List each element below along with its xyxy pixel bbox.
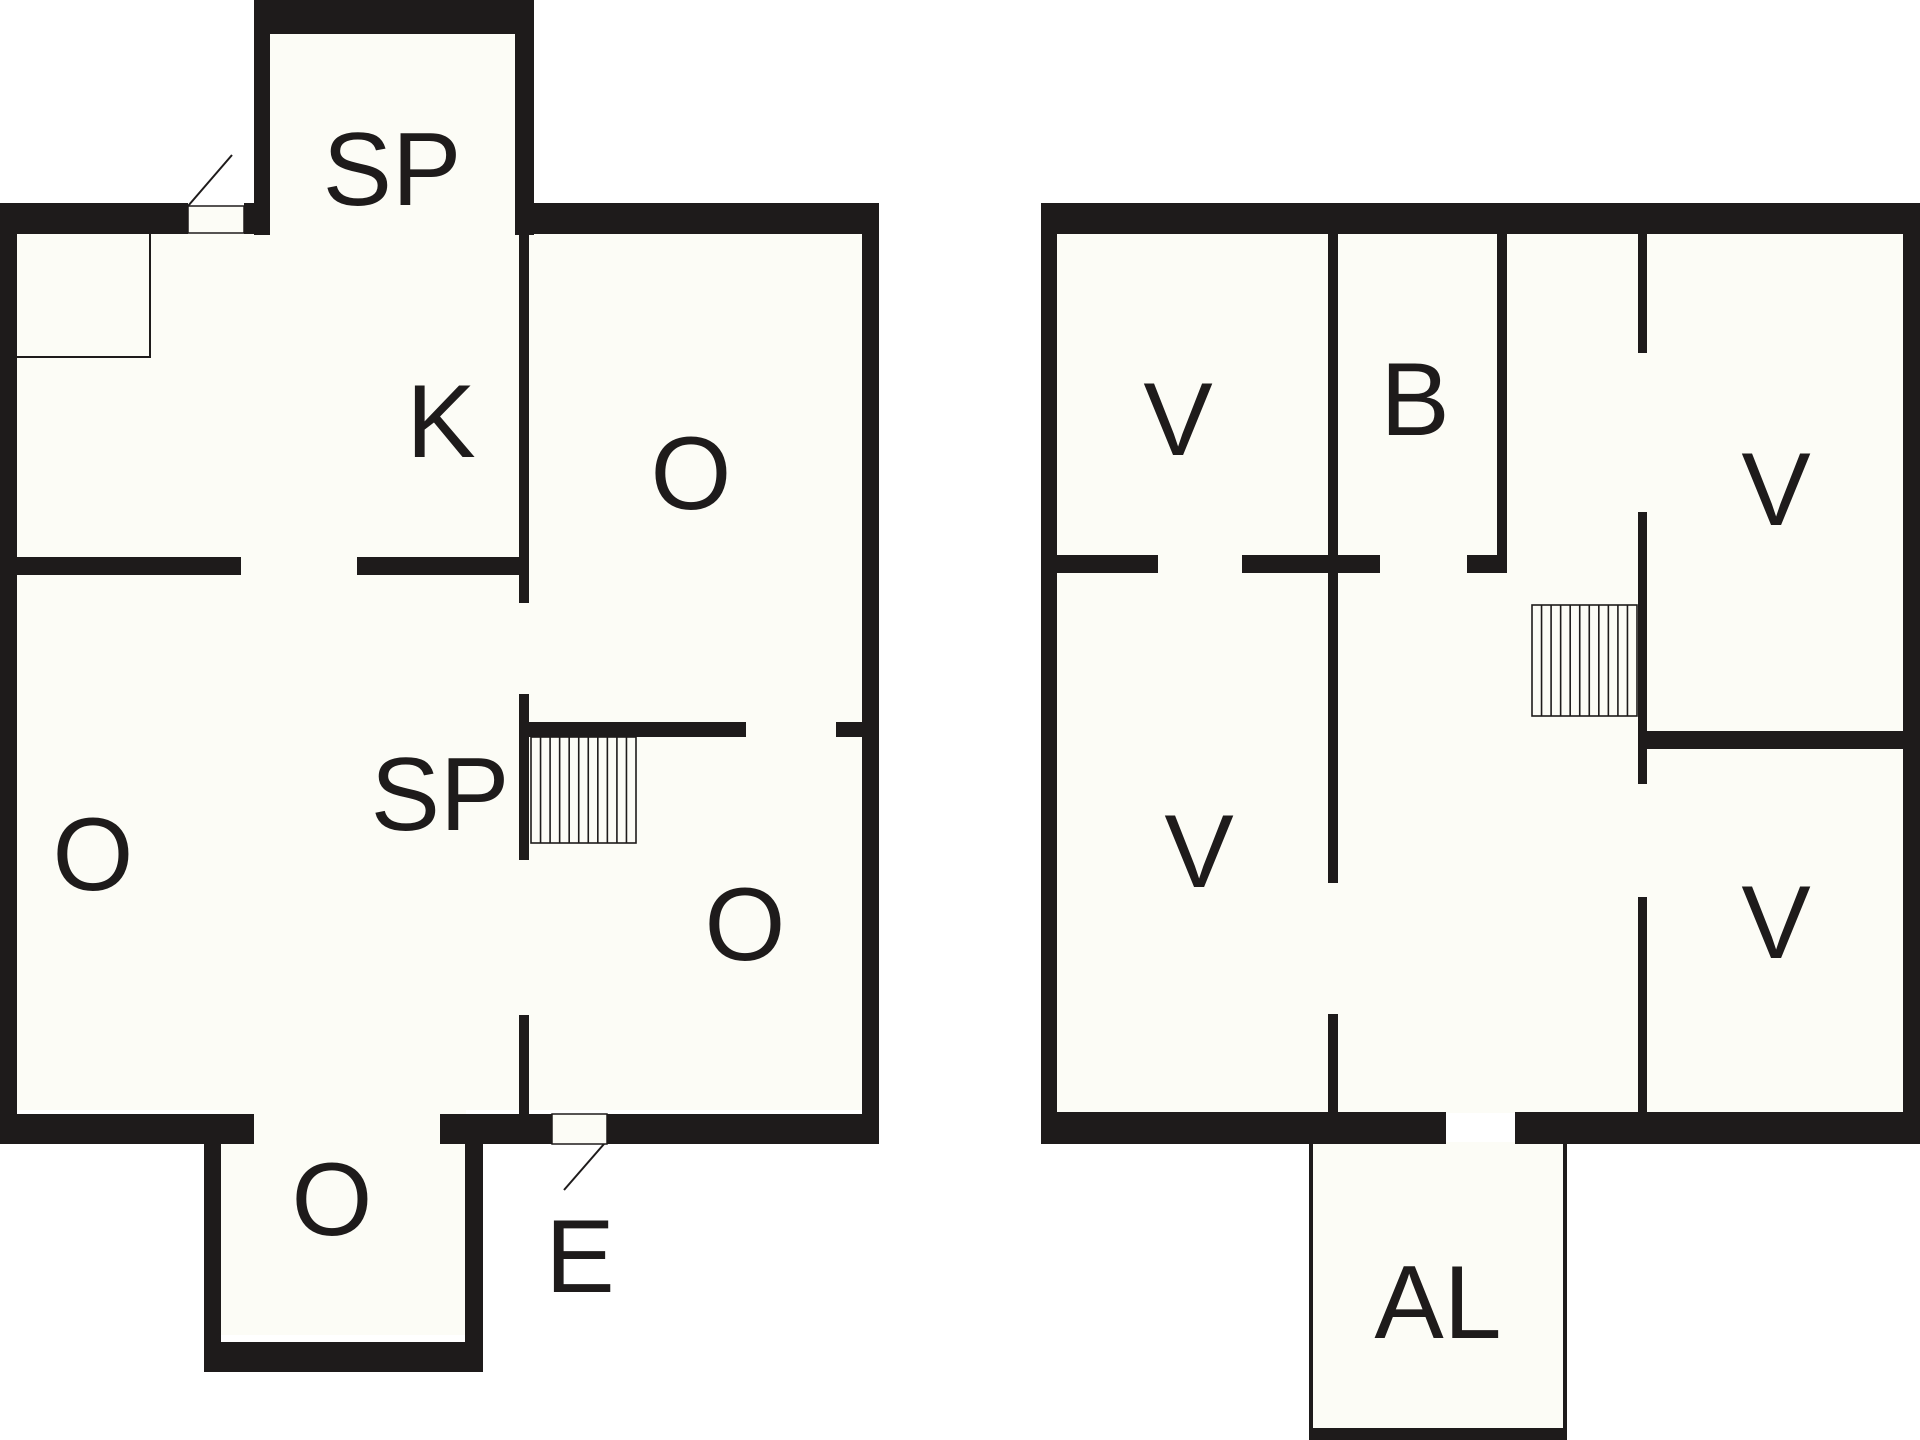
room-label-k: K — [406, 364, 475, 480]
upper-floor-stairs — [1531, 604, 1638, 717]
upper-floor-area — [1056, 233, 1903, 1440]
upper-floor-interior-walls — [1056, 233, 1903, 1114]
room-label-o-right-bottom: O — [705, 867, 786, 983]
room-label-o-right-top: O — [651, 416, 732, 532]
room-label-v-top-left: V — [1143, 362, 1212, 478]
ground-stairs-outline — [530, 736, 637, 844]
upper-stairs-outline — [1531, 604, 1638, 717]
room-label-sp-mid: SP — [371, 737, 510, 853]
room-label-o-bottom: O — [292, 1142, 373, 1258]
ground-floor-interior-walls — [16, 233, 864, 1115]
ground-floor-labels: SP K O O SP O O E — [53, 112, 786, 1315]
kitchen-counter — [17, 233, 151, 358]
ground-floor-plan: SP K O O SP O O E — [0, 0, 879, 1372]
ground-floor-area — [16, 34, 871, 1335]
room-label-v-bottom-right: V — [1741, 865, 1810, 981]
upper-floor-plan: V B V V V AL — [1041, 203, 1920, 1440]
room-label-v-top-right: V — [1741, 432, 1810, 548]
room-label-e: E — [545, 1199, 614, 1315]
room-label-v-left: V — [1164, 794, 1233, 910]
ground-floor-doors — [187, 154, 608, 1191]
upper-floor-labels: V B V V V AL — [1143, 342, 1810, 1361]
ground-floor-stairs — [530, 736, 637, 844]
room-label-al: AL — [1374, 1245, 1501, 1361]
upper-floor-exterior-walls — [1041, 203, 1920, 1144]
room-label-b: B — [1380, 342, 1449, 458]
ground-floor-exterior-walls — [0, 0, 879, 1372]
room-label-o-left: O — [53, 797, 134, 913]
balcony-outline — [1309, 1144, 1567, 1440]
room-label-sp-top: SP — [323, 112, 462, 228]
